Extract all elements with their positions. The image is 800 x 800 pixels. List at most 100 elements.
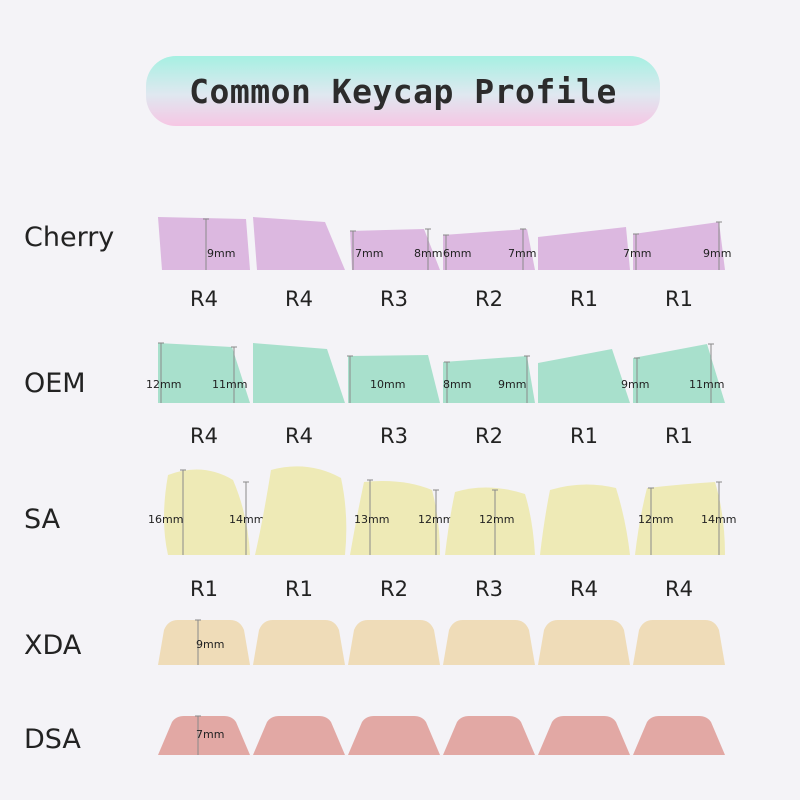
height-label-left: 9mm: [621, 378, 649, 391]
keycap-cherry-6: 7mm 9mm: [623, 221, 731, 270]
keycap-shape: [253, 620, 345, 665]
page-title: Common Keycap Profile: [189, 71, 617, 111]
profile-label-cherry: Cherry: [24, 222, 115, 253]
keycap-row-label: R4: [285, 424, 313, 448]
keycap-shape: [253, 343, 345, 403]
keycap-shape: [635, 482, 725, 555]
keycap-row-label: R4: [285, 287, 313, 311]
keycap-sa-5: [540, 484, 630, 555]
keycap-shape: [158, 217, 250, 270]
keycap-shape: [158, 343, 250, 403]
keycap-row-label: R3: [380, 287, 408, 311]
keycap-shape: [164, 469, 250, 555]
keycap-shape: [538, 227, 630, 270]
keycap-dsa-1: 7mm: [158, 715, 250, 755]
keycap-row-label: R1: [570, 424, 598, 448]
keycap-oem-5: [538, 349, 630, 403]
height-label-left: 12mm: [638, 513, 673, 526]
keycap-shape: [538, 620, 630, 665]
keycap-row-label: R2: [475, 287, 503, 311]
keycap-cherry-2: [253, 217, 345, 270]
keycap-shape: [633, 620, 725, 665]
height-label-left: 12mm: [146, 378, 181, 391]
height-label-right: 14mm: [701, 513, 736, 526]
keycap-dsa-5: [538, 716, 630, 755]
keycap-dsa-2: [253, 716, 345, 755]
keycap-shape: [348, 355, 440, 403]
height-label-center: 10mm: [370, 378, 405, 391]
keycap-shape: [443, 620, 535, 665]
title-banner: Common Keycap Profile: [146, 56, 660, 126]
keycap-sa-4: 12mm: [445, 487, 535, 555]
height-label-right: 9mm: [703, 247, 731, 260]
keycap-row-label: R1: [665, 424, 693, 448]
keycap-shape: [538, 716, 630, 755]
keycap-row-label: R1: [190, 577, 218, 601]
keycap-shape: [348, 620, 440, 665]
keycap-row-label: R1: [285, 577, 313, 601]
row-dsa: 7mm: [158, 715, 725, 755]
keycap-shape: [633, 222, 725, 270]
height-label-right: 9mm: [498, 378, 526, 391]
keycap-row-label: R3: [475, 577, 503, 601]
keycap-oem-4: 8mm 9mm: [443, 355, 535, 403]
keycap-dsa-3: [348, 716, 440, 755]
height-label-center: 7mm: [196, 728, 224, 741]
height-label-left: 7mm: [355, 247, 383, 260]
profile-label-xda: XDA: [24, 630, 82, 661]
height-label-right: 8mm: [414, 247, 442, 260]
height-label-right: 14mm: [229, 513, 264, 526]
keycap-shape: [348, 716, 440, 755]
keycap-oem-3: 10mm: [347, 355, 440, 403]
height-label-right: 7mm: [508, 247, 536, 260]
keycap-cherry-3: 7mm 8mm: [350, 228, 442, 270]
keycap-sa-6: 12mm 14mm: [635, 481, 736, 555]
keycap-row-label: R4: [190, 287, 218, 311]
keycap-oem-6: 9mm 11mm: [621, 343, 725, 403]
keycap-row-label: R4: [665, 577, 693, 601]
keycap-shape: [443, 229, 535, 270]
keycap-xda-3: [348, 620, 440, 665]
profile-label-oem: OEM: [24, 368, 86, 399]
keycap-shape: [350, 481, 440, 555]
height-label-left: 6mm: [443, 247, 471, 260]
keycap-cherry-1: 9mm: [158, 217, 250, 270]
keycap-shape: [538, 349, 630, 403]
keycap-shape: [443, 356, 535, 403]
keycap-dsa-4: [443, 716, 535, 755]
height-label-left: 7mm: [623, 247, 651, 260]
height-label-left: 8mm: [443, 378, 471, 391]
keycap-shape: [633, 716, 725, 755]
keycap-xda-6: [633, 620, 725, 665]
keycap-shape: [253, 217, 345, 270]
profile-label-sa: SA: [24, 504, 61, 535]
keycap-shape: [350, 229, 440, 270]
keycap-shape: [158, 716, 250, 755]
keycap-row-label: R3: [380, 424, 408, 448]
keycap-row-label: R2: [475, 424, 503, 448]
keycap-shape: [443, 716, 535, 755]
row-xda: 9mm: [158, 619, 725, 665]
keycap-shape: [253, 716, 345, 755]
keycap-shape: [255, 466, 347, 555]
keycap-row-label: R4: [570, 577, 598, 601]
height-label-center: 9mm: [196, 638, 224, 651]
keycap-shape: [540, 484, 630, 555]
keycap-row-label: R2: [380, 577, 408, 601]
keycap-cherry-5: [538, 227, 630, 270]
keycap-oem-2: [253, 343, 345, 403]
keycap-row-label: R4: [190, 424, 218, 448]
keycap-xda-4: [443, 620, 535, 665]
keycap-xda-1: 9mm: [158, 619, 250, 665]
height-label-right: 12mm: [418, 513, 453, 526]
height-label-center: 12mm: [479, 513, 514, 526]
keycap-shape: [633, 344, 725, 403]
keycap-shape: [445, 487, 535, 555]
height-label-right: 11mm: [689, 378, 724, 391]
